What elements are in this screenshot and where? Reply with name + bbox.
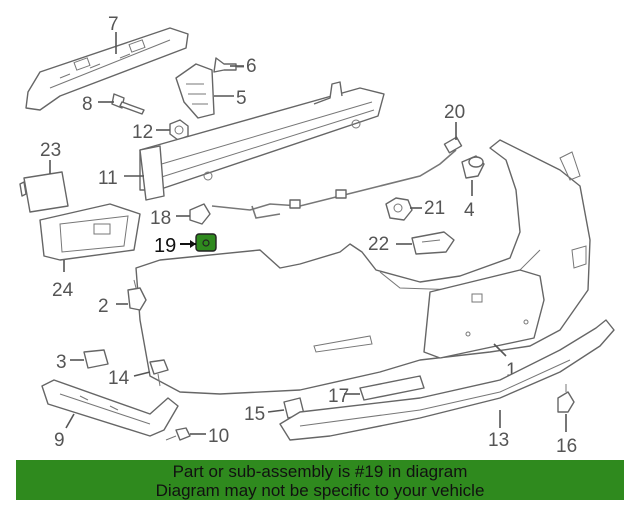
part-16-clip — [557, 384, 575, 413]
part-21-grommet — [385, 197, 413, 221]
callout-11: 11 — [98, 168, 118, 189]
callout-12: 12 — [132, 122, 153, 143]
part-23-module — [19, 171, 69, 213]
callout-2: 2 — [98, 296, 109, 317]
callout-19-label: 19 — [154, 235, 176, 257]
part-8-bolt — [111, 93, 145, 115]
callout-23: 23 — [40, 140, 61, 161]
part-14-bolt — [149, 359, 169, 387]
callout-22: 22 — [368, 234, 389, 255]
part-19-highlighted — [195, 233, 217, 252]
part-22-connector — [411, 231, 455, 255]
part-11-impact-bar — [139, 81, 385, 201]
callout-20: 20 — [444, 102, 465, 123]
part-24-bracket — [39, 203, 141, 261]
part-13-valance — [279, 319, 615, 441]
banner-line-1: Part or sub-assembly is #19 in diagram — [172, 462, 468, 481]
callout-10: 10 — [208, 426, 229, 447]
info-banner: Part or sub-assembly is #19 in diagram D… — [16, 460, 624, 500]
part-5-bracket — [175, 63, 215, 119]
callout-13: 13 — [488, 430, 509, 451]
callout-1: 1 — [506, 360, 517, 381]
callout-6: 6 — [246, 56, 257, 77]
callout-15: 15 — [244, 404, 265, 425]
callout-24: 24 — [52, 280, 74, 301]
callout-7: 7 — [108, 14, 119, 35]
part-9-bracket — [41, 379, 179, 437]
part-6-pin — [213, 57, 244, 73]
part-1-fascia — [135, 139, 591, 395]
part-4-sensor — [461, 155, 485, 179]
part-3-retainer — [83, 349, 109, 369]
part-18-clip — [189, 203, 211, 225]
callout-21: 21 — [424, 198, 445, 219]
callout-14: 14 — [108, 368, 130, 389]
part-20-harness — [211, 136, 463, 219]
callout-9: 9 — [54, 430, 65, 451]
callout-5: 5 — [236, 88, 247, 109]
callout-16: 16 — [556, 436, 577, 457]
banner-line-2: Diagram may not be specific to your vehi… — [155, 481, 485, 500]
parts-diagram: 7 6 8 5 12 11 23 — [19, 14, 615, 457]
part-2-clip — [127, 279, 147, 311]
callout-3: 3 — [56, 352, 67, 373]
callout-8: 8 — [82, 94, 93, 115]
part-17-reflector — [359, 375, 425, 401]
part-10-screw — [165, 427, 191, 441]
callout-17: 17 — [328, 386, 349, 407]
callout-18: 18 — [150, 208, 171, 229]
part-7-bracket — [25, 27, 189, 111]
callout-4: 4 — [464, 200, 475, 221]
